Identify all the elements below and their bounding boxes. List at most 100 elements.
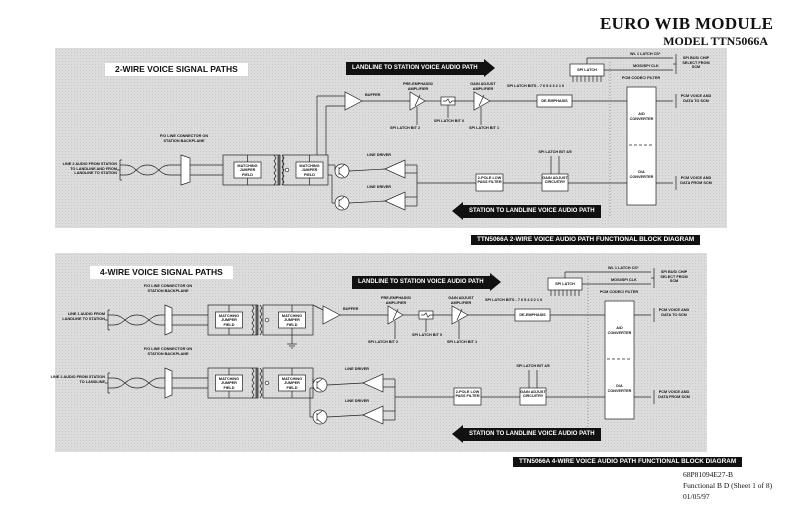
signal-wire xyxy=(348,200,386,204)
spi-clock-signal-label: MOSI/SPI CLK xyxy=(633,64,659,68)
transistor-icon xyxy=(338,172,345,178)
four-wire-diagram-panel: 4-WIRE VOICE SIGNAL PATHS LANDLINE TO STA… xyxy=(51,253,707,452)
pcm-codec-filter-label: PCM CODEC/ FILTER xyxy=(621,76,661,80)
gain-adjust-amplifier-label: GAIN ADJUST AMPLIFIER xyxy=(470,82,496,91)
line-driver-1-amplifier-icon xyxy=(362,373,384,393)
spi-latch-bit-0-label: SPI LATCH BIT 0 xyxy=(434,119,465,123)
adjustable-arrow-icon xyxy=(478,94,485,107)
spi-latch-bit-1-label: SPI LATCH BIT 1 xyxy=(447,340,478,344)
buffer-amplifier-icon xyxy=(322,305,341,325)
fo-line-connector xyxy=(164,304,173,336)
transistor-icon xyxy=(312,377,328,393)
pcm-voice-from-scm-label: PCM VOICE AND DATA FROM SCM xyxy=(658,390,690,399)
line-driver-2-label: LINE DRIVER xyxy=(367,185,392,189)
twisted-pair-wire xyxy=(108,377,165,389)
transistor-icon xyxy=(334,163,350,179)
transistor-icon xyxy=(338,204,345,210)
buffer-label: BUFFER xyxy=(365,93,381,97)
line-driver-1-amplifier-icon xyxy=(384,159,406,179)
fo-line-connector xyxy=(164,367,173,399)
spi-latch-label: SPI LATCH xyxy=(555,282,575,286)
ad-converter-label: A/D CONVERTER xyxy=(607,326,632,335)
twisted-pair-wire xyxy=(108,377,165,389)
adjustable-arrow-icon xyxy=(456,308,463,321)
panel-title: 2-WIRE VOICE SIGNAL PATHS xyxy=(105,63,248,76)
spi-latch-bits-label: SPI LATCH BITS - 7 6 5 4 3 2 1 0 xyxy=(507,84,565,88)
twisted-pair-wire xyxy=(120,164,181,176)
transistor-icon xyxy=(316,410,323,416)
spi-latch-bit-2-label: SPI LATCH BIT 2 xyxy=(368,340,399,344)
transistor-icon xyxy=(316,386,323,392)
da-converter-label: D/A CONVERTER xyxy=(629,170,654,179)
panel-title: 4-WIRE VOICE SIGNAL PATHS xyxy=(90,266,233,279)
spi-latch-bit-4-5-label: SPI LATCH BIT 4/5 xyxy=(538,150,572,154)
chip-select-signal-label: WL 1 LATCH CS* xyxy=(630,52,661,56)
transistor-icon xyxy=(316,378,323,384)
four-wire-caption: TTN5066A 4-WIRE VOICE AUDIO PATH FUNCTIO… xyxy=(513,457,743,467)
circuit-wiring xyxy=(105,268,655,432)
pre-emphasis-amplifier-label: PRE-EMPHASIS/ AMPLIFIER xyxy=(381,296,411,305)
spi-latch-bit-2-label: SPI LATCH BIT 2 xyxy=(390,126,421,130)
de-emphasis-label: DE-EMPHASIS xyxy=(519,313,546,317)
line-driver-1-label: LINE DRIVER xyxy=(367,153,392,157)
signal-wire xyxy=(348,168,386,172)
connector-label: F/O LINE CONNECTOR ON STATION BACKPLANE xyxy=(159,134,209,143)
buffer-amplifier-icon xyxy=(344,91,363,111)
document-number: 68P81094E27-B xyxy=(683,470,734,479)
document-title: EURO WIB MODULE xyxy=(600,14,774,33)
transistor-icon xyxy=(338,196,345,202)
document-date: 01/05/97 xyxy=(683,492,710,501)
transformer-coil-icon xyxy=(251,304,255,336)
twisted-pair-wire xyxy=(120,164,181,176)
buffer-label: BUFFER xyxy=(343,307,359,311)
transistor-icon xyxy=(338,164,345,170)
transistor-icon xyxy=(316,418,323,424)
de-emphasis-label: DE-EMPHASIS xyxy=(541,99,568,103)
pre-emphasis-amplifier-label: PRE-EMPHASIS/ AMPLIFIER xyxy=(403,82,433,91)
line-driver-2-label: LINE DRIVER xyxy=(345,399,370,403)
adjustable-arrow-icon xyxy=(392,308,399,321)
matching-network-loop xyxy=(282,154,329,186)
center-tap-icon xyxy=(264,317,270,323)
signal-wire xyxy=(312,304,324,311)
gain-adjust-circuitry-label: GAIN ADJUST CIRCUITRY xyxy=(542,175,568,185)
matching-network-loop xyxy=(262,304,314,336)
station-to-landline-path-banner: STATION TO LANDLINE VOICE AUDIO PATH xyxy=(452,425,601,443)
transformer-coil-icon xyxy=(259,367,263,399)
line-driver-1-label: LINE DRIVER xyxy=(345,367,370,371)
filter-symbol-icon xyxy=(443,98,455,104)
matching-jumper-field-label: MATCHING JUMPER FIELD xyxy=(218,313,240,327)
spi-latch-bits-label: SPI LATCH BITS - 7 6 5 4 3 2 1 0 xyxy=(485,298,543,302)
station-to-landline-path-banner: STATION TO LANDLINE VOICE AUDIO PATH xyxy=(452,202,601,220)
twisted-pair-wire xyxy=(108,314,165,326)
spi-latch-bit-0-label: SPI LATCH BIT 0 xyxy=(412,333,443,337)
signal-wire xyxy=(326,382,364,386)
gain-adjust-amplifier-label: GAIN ADJUST AMPLIFIER xyxy=(448,296,474,305)
gain-adjust-circuitry-label: GAIN ADJUST CIRCUITRY xyxy=(520,389,546,399)
line-audio-label: LINE 1 AUDIO FROM LANDLINE TO STATION xyxy=(62,312,105,321)
da-converter-label: D/A CONVERTER xyxy=(607,384,632,393)
line-audio-label: LINE 2 AUDIO FROM STATION TO LANDLINE AN… xyxy=(62,162,117,176)
model-number: MODEL TTN5066A xyxy=(663,34,768,48)
low-pass-filter-label: 2-POLE LOW PASS FILTER xyxy=(455,389,480,399)
spi-bus-label: SPI BUS/ CHIP SELECT FROM SCM xyxy=(682,56,710,70)
spi-bus-label: SPI BUS/ CHIP SELECT FROM SCM xyxy=(660,270,688,284)
line-audio-label: LINE 2 AUDIO FROM STATION TO LANDLINE xyxy=(50,375,105,384)
spi-latch-label: SPI LATCH xyxy=(577,68,597,72)
pcm-codec-filter-box xyxy=(626,86,657,206)
matching-network-loop xyxy=(207,367,259,399)
landline-to-station-path-banner: LANDLINE TO STATION VOICE AUDIO PATH xyxy=(352,273,501,291)
pcm-codec-filter-box xyxy=(604,300,635,420)
transistor-icon xyxy=(334,195,350,211)
two-wire-caption: TTN5066A 2-WIRE VOICE AUDIO PATH FUNCTIO… xyxy=(471,235,701,245)
line-driver-2-amplifier-icon xyxy=(362,405,384,425)
low-pass-filter-box xyxy=(453,387,482,406)
matching-network-loop xyxy=(222,154,281,186)
spi-clock-signal-label: MOSI/SPI CLK xyxy=(611,278,637,282)
transistor-icon xyxy=(312,409,328,425)
line-driver-2-amplifier-icon xyxy=(384,191,406,211)
connector-label: F/O LINE CONNECTOR ON STATION BACKPLANE xyxy=(143,347,193,356)
gain-adjust-circuitry-box xyxy=(541,173,569,192)
adjustable-arrow-icon xyxy=(414,94,421,107)
